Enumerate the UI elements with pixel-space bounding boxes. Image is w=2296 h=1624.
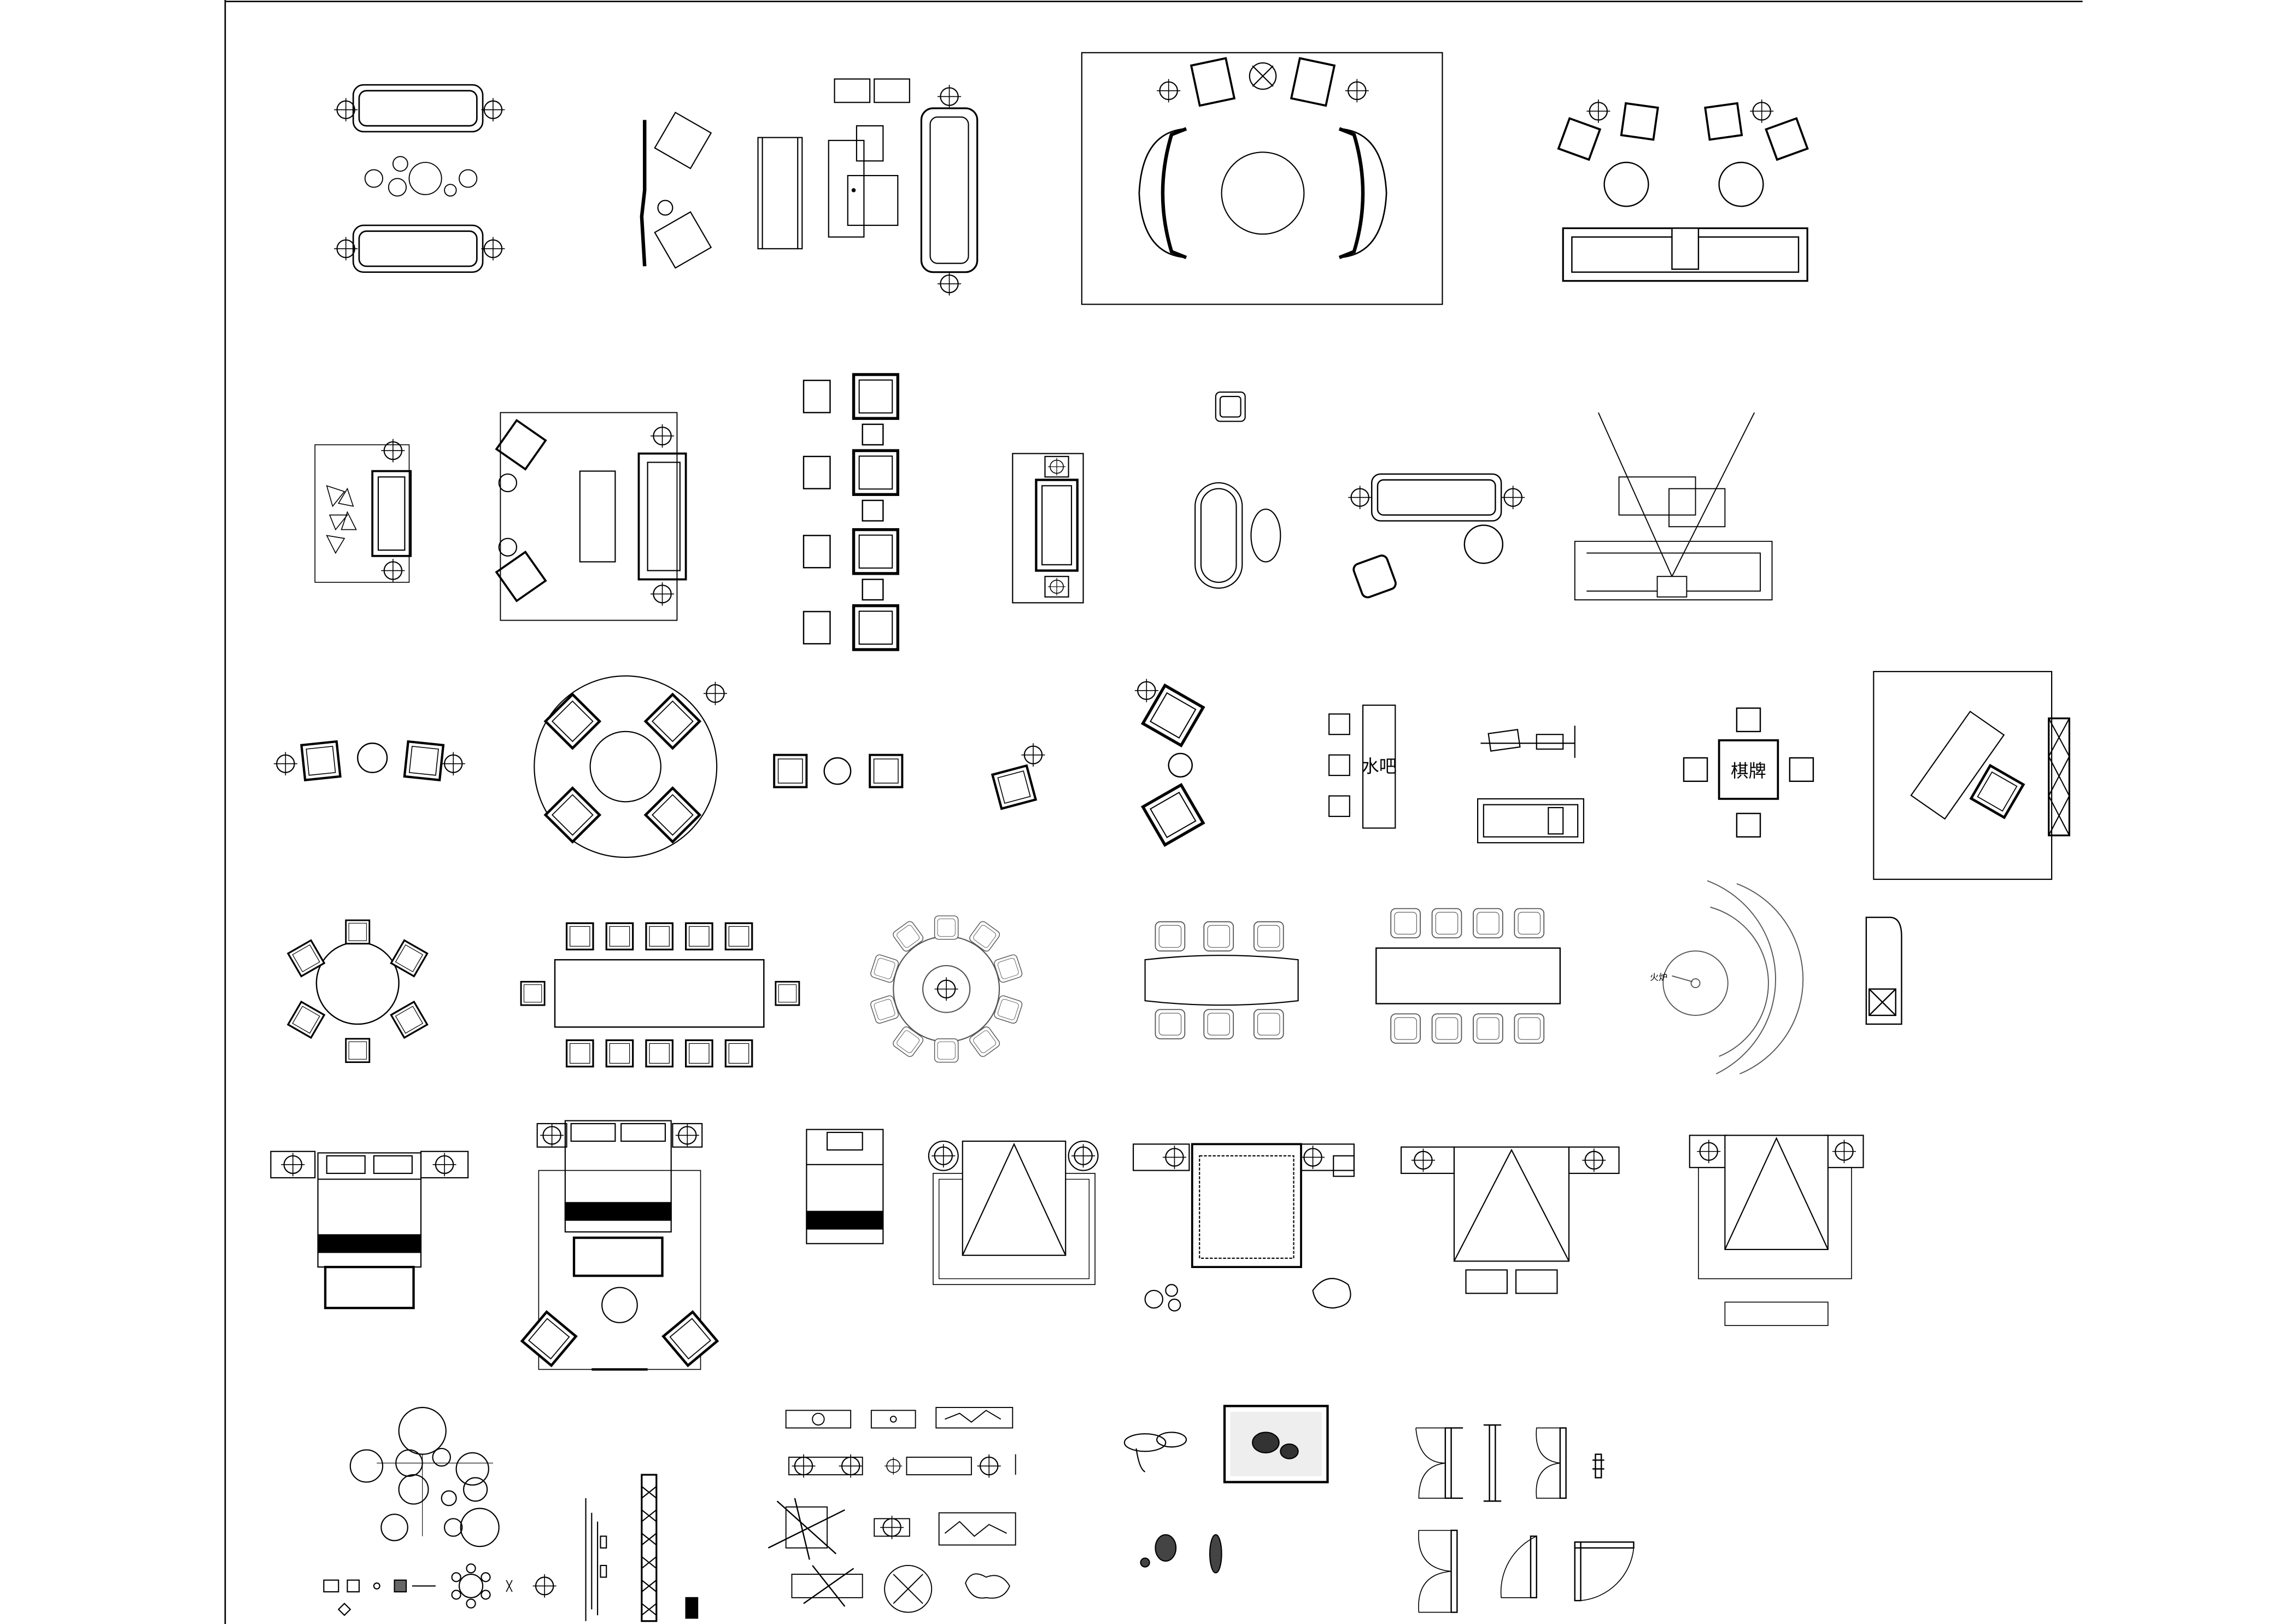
lighting-strip-elevation <box>585 1474 699 1622</box>
water-bar-label: 水吧 <box>1361 756 1397 777</box>
sofa-set-facing <box>333 84 506 273</box>
fireplace-label: 火炉 <box>1650 972 1667 983</box>
sofa-with-round-table <box>1347 473 1526 599</box>
booth-seating-column <box>803 375 898 650</box>
sofa-room-layout <box>495 412 687 621</box>
chaise-and-stool <box>1194 392 1281 589</box>
round-table-four-chairs <box>534 675 728 858</box>
two-chairs-round-table <box>774 755 902 787</box>
round-banquet-ten <box>869 915 1024 1063</box>
sofa-on-rug-small <box>314 438 412 583</box>
small-cabinet <box>1865 916 1902 1025</box>
bed-double-a <box>270 1150 469 1310</box>
lounge-chair-lamp <box>992 742 1046 809</box>
bed-single <box>806 1129 884 1245</box>
tv-sightline-sofa <box>1574 412 1773 600</box>
sofa-with-chairs <box>1557 98 1809 282</box>
angled-chairs-pair <box>1134 678 1203 845</box>
bed-king-rug <box>928 1140 1099 1286</box>
pendant-lamps-cluster <box>323 1406 558 1616</box>
water-bar-counter: 水吧 <box>1328 704 1397 829</box>
sofa-cabinet <box>1012 453 1084 604</box>
fireplace-seating: 火炉 <box>1650 880 1804 1074</box>
chess-card-table: 棋牌 <box>1683 707 1814 838</box>
long-dining-twelve <box>520 922 800 1068</box>
chess-card-label: 棋牌 <box>1731 761 1766 781</box>
living-room-rug-set <box>1081 52 1443 305</box>
dining-six-soft <box>1144 921 1299 1040</box>
bed-king-stools <box>1401 1146 1620 1294</box>
sheet-border <box>224 0 2083 1624</box>
bed-tufted <box>1133 1143 1355 1312</box>
office-desk-room <box>1873 671 2071 880</box>
dining-eight <box>1375 908 1561 1044</box>
plants-and-rug <box>1123 1405 1329 1574</box>
door-swing-symbols <box>1415 1424 1635 1613</box>
decorative-objects-set <box>768 1407 1016 1613</box>
round-dining-six <box>287 919 429 1064</box>
lounge-set-sofa <box>640 78 979 296</box>
bedroom-suite <box>522 1120 717 1371</box>
bed-with-bench <box>1689 1135 1864 1326</box>
gym-equipment <box>1477 726 1584 844</box>
pair-chairs-table <box>273 741 466 780</box>
